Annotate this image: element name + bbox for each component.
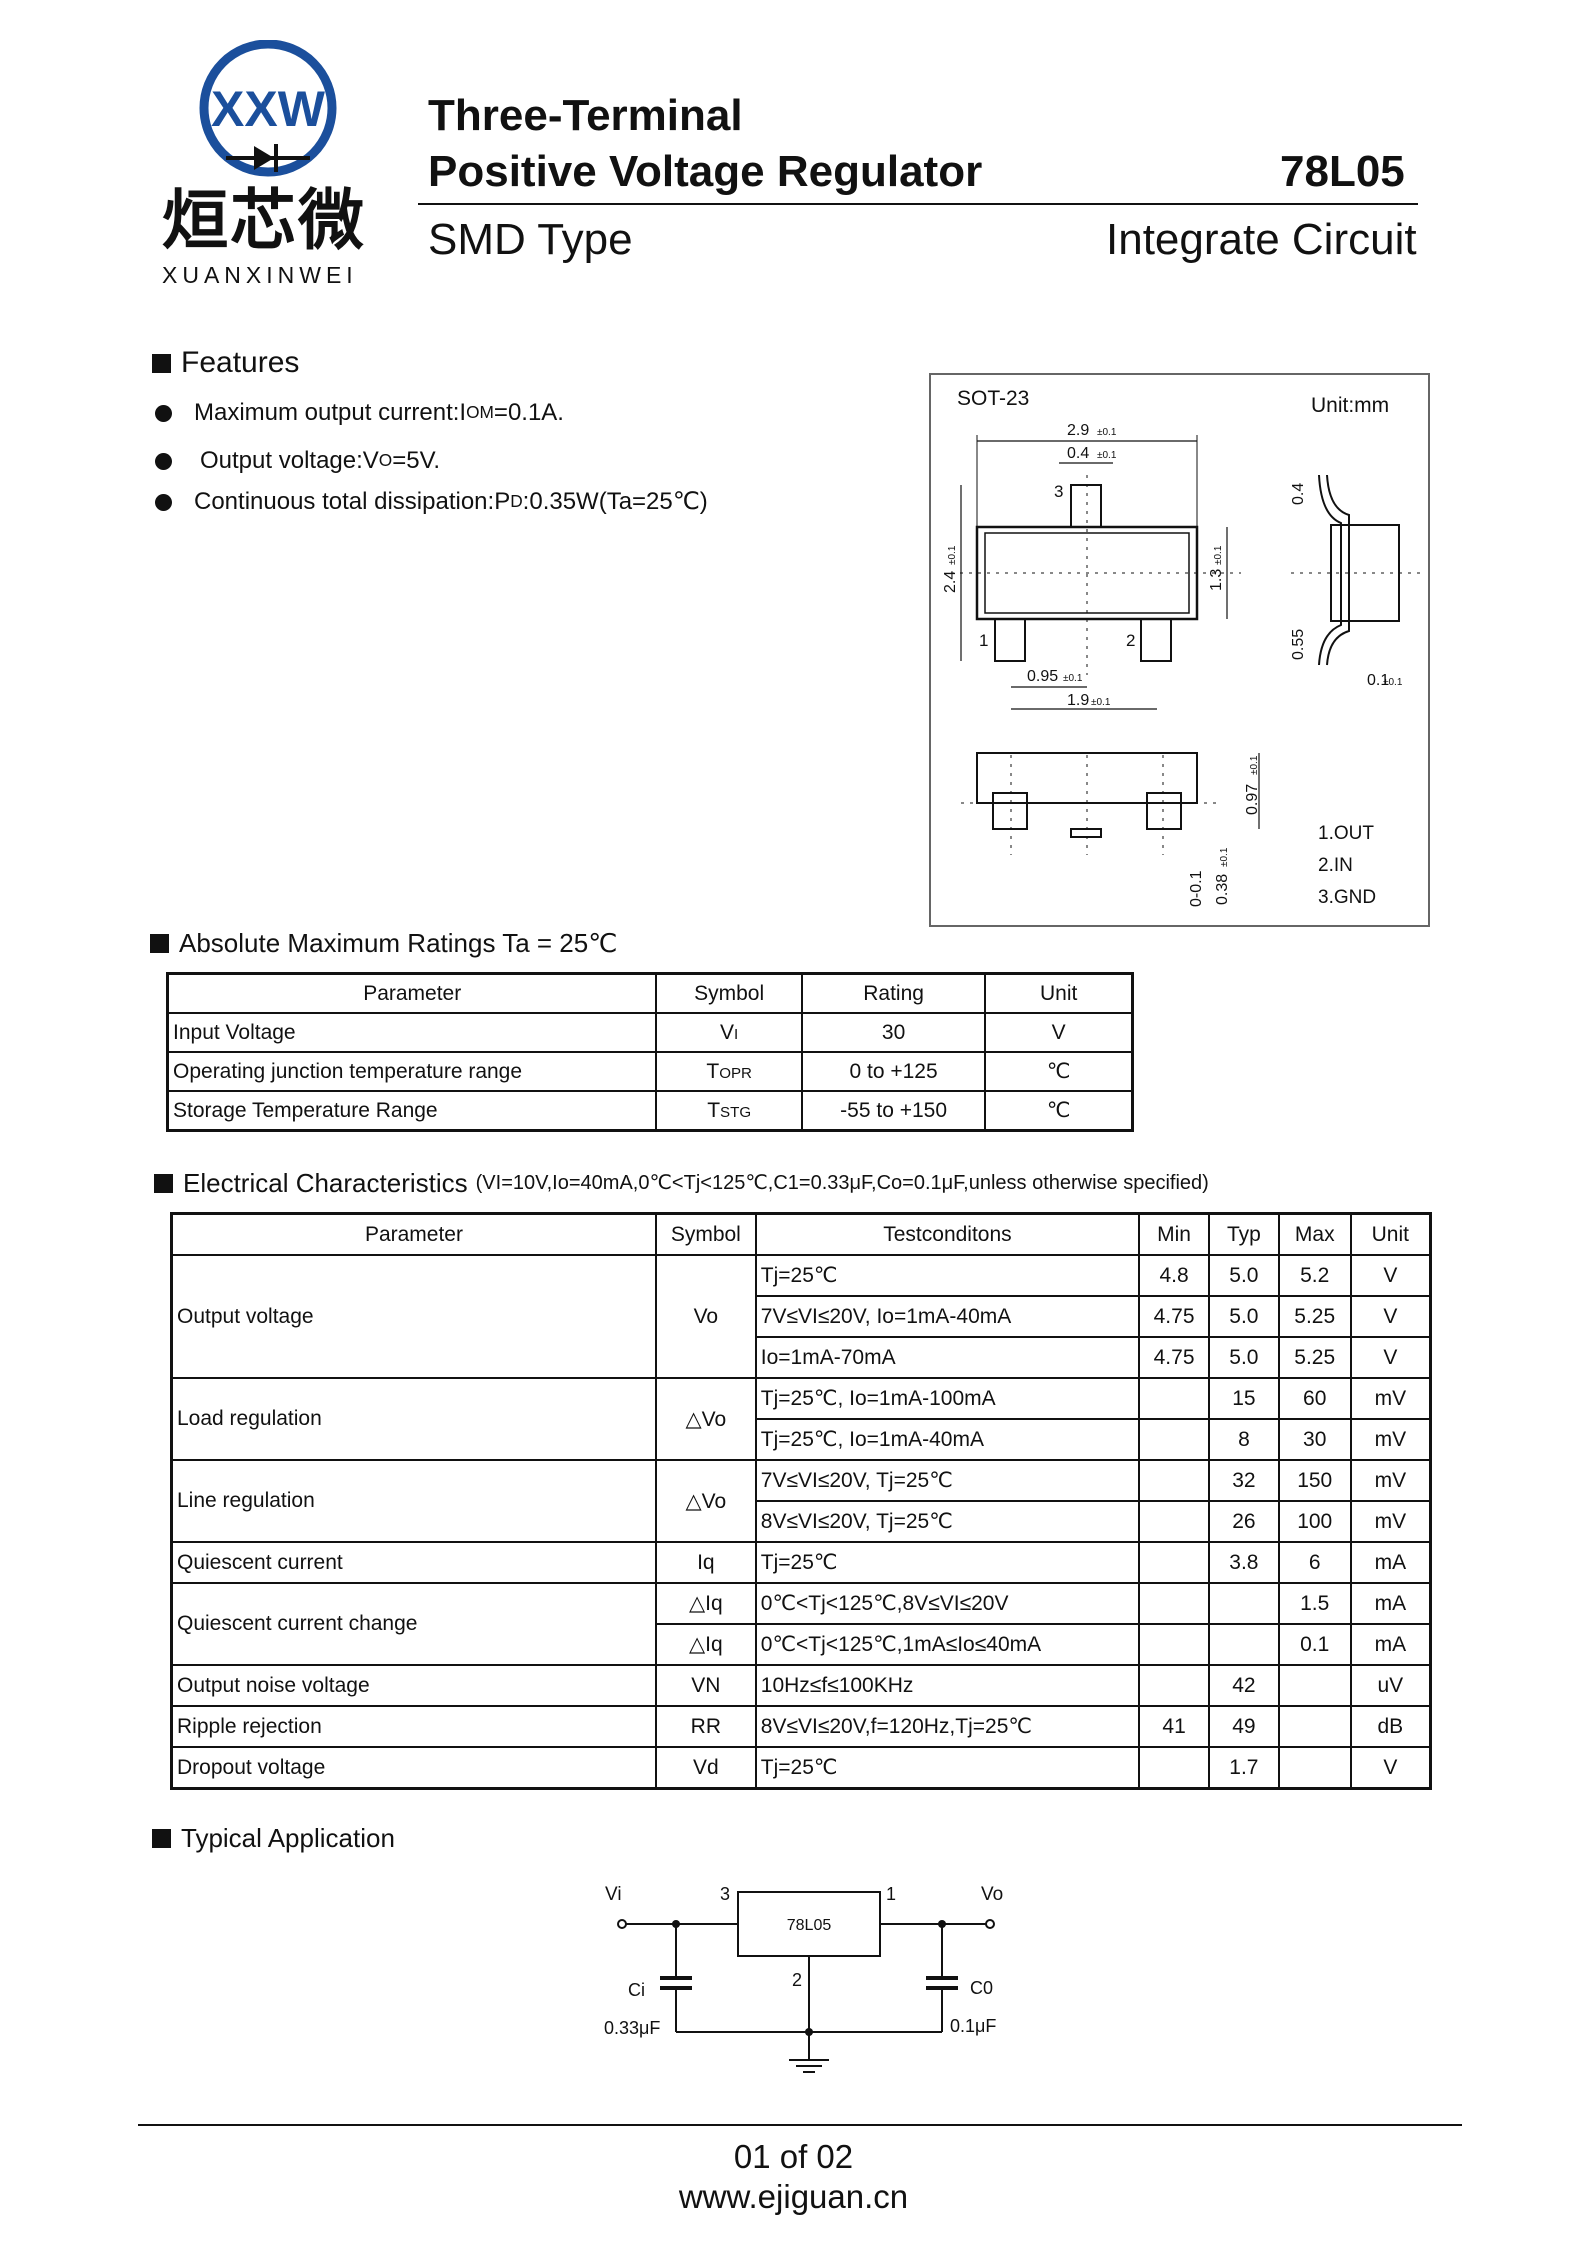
title-line-1: Three-Terminal (428, 91, 743, 140)
website-link[interactable]: www.ejiguan.cn (678, 2178, 909, 2215)
section-bullet-icon (152, 1828, 171, 1848)
package-name: SOT-23 (957, 387, 1029, 410)
svg-text:1.9: 1.9 (1067, 692, 1089, 709)
svg-text:Ci: Ci (628, 1980, 645, 2000)
bullet-icon (155, 452, 172, 470)
part-number: 78L05 (1280, 147, 1405, 196)
application-circuit: Vi Vo 3 1 78L05 2 Ci 0.33μF C0 0.1μF (590, 1870, 1030, 2100)
table-row: Ripple rejection RR 8V≤VI≤20V,f=120Hz,Tj… (170, 1705, 1432, 1748)
regulator-chip: 78L05 (787, 1917, 832, 1934)
abs-max-table: Parameter Symbol Rating Unit Input Volta… (166, 972, 1134, 1132)
svg-text:2: 2 (1126, 631, 1135, 650)
section-bullet-icon (154, 1173, 173, 1193)
table-row: Output voltage Vo Tj=25℃ 4.8 5.0 5.2 V (170, 1254, 1432, 1379)
column-header: Rating (800, 972, 987, 1014)
svg-text:2: 2 (792, 1970, 802, 1990)
svg-text:±0.1: ±0.1 (1063, 673, 1083, 684)
elec-conditions: (VI=10V,Io=40mA,0℃<Tj<125℃,C1=0.33μF,Co=… (475, 1172, 1209, 1194)
table-row: Quiescent current change △Iq 0℃<Tj<125℃,… (170, 1582, 1432, 1666)
column-header: Unit (984, 972, 1134, 1014)
column-header: Parameter (166, 972, 658, 1014)
svg-text:0.97: 0.97 (1244, 784, 1261, 815)
table-row: Storage Temperature Range TSTG -55 to +1… (166, 1090, 1134, 1132)
svg-text:±0.1: ±0.1 (1097, 427, 1117, 438)
section-bullet-icon (152, 353, 171, 373)
svg-text:0-0.1: 0-0.1 (1188, 870, 1205, 907)
pin-function: 1.OUT (1318, 823, 1374, 844)
section-bullet-icon (150, 933, 169, 953)
pin-function: 2.IN (1318, 855, 1353, 876)
page-number: 01 of 02 (733, 2138, 854, 2175)
svg-text:±0.1: ±0.1 (1097, 450, 1117, 461)
table-row: 7V≤VI≤20V, Io=1mA-40mA 4.75 5.0 5.25 V (172, 1295, 1432, 1338)
features-heading: Features (152, 348, 299, 378)
svg-text:0.95: 0.95 (1027, 668, 1058, 685)
table-row: 8V≤VI≤20V, Tj=25℃ 26 100 mV (172, 1500, 1432, 1543)
svg-text:3: 3 (1054, 482, 1063, 501)
svg-text:1: 1 (886, 1884, 896, 1904)
svg-text:Vo: Vo (981, 1884, 1003, 1905)
table-row: Quiescent current Iq Tj=25℃ 3.8 6 mA (170, 1541, 1432, 1584)
table-row: Load regulation △Vo Tj=25℃, Io=1mA-100mA… (170, 1377, 1432, 1461)
table-row: Operating junction temperature range TOP… (166, 1051, 1134, 1092)
svg-text:2.9: 2.9 (1067, 422, 1089, 439)
svg-text:1: 1 (979, 631, 988, 650)
table-row: △Iq 0℃<Tj<125℃,1mA≤Io≤40mA 0.1 mA (172, 1623, 1432, 1666)
abs-max-heading: Absolute Maximum Ratings Ta = 25℃ (150, 930, 617, 956)
svg-text:1.3: 1.3 (1208, 569, 1225, 591)
svg-text:0.1: 0.1 (1367, 672, 1389, 689)
package-type: SMD Type (428, 215, 633, 264)
table-row: Output noise voltage VN 10Hz≤f≤100KHz 42… (170, 1664, 1432, 1707)
svg-text:3: 3 (720, 1884, 730, 1904)
svg-text:C0: C0 (970, 1978, 993, 1998)
product-category: Integrate Circuit (1106, 215, 1417, 264)
table-header-row: Parameter Symbol Rating Unit (166, 972, 1134, 1014)
logo-english-name: XUANXINWEI (162, 262, 358, 288)
svg-text:0.55: 0.55 (1290, 629, 1307, 660)
logo-emblem: XXW (199, 39, 337, 177)
svg-text:2.4: 2.4 (942, 571, 959, 593)
svg-text:0.38: 0.38 (1214, 874, 1231, 905)
table-row: Line regulation △Vo 7V≤VI≤20V, Tj=25℃ 32… (170, 1459, 1432, 1543)
table-row: Dropout voltage Vd Tj=25℃ 1.7 V (170, 1746, 1432, 1790)
elec-heading: Electrical Characteristics (VI=10V,Io=40… (154, 1170, 1209, 1196)
table-row: Tj=25℃, Io=1mA-40mA 8 30 mV (172, 1418, 1432, 1461)
svg-text:Vi: Vi (605, 1884, 622, 1905)
package-outline-drawing: SOT-23 Unit:mm 3 1 2 2.9 ±0.1 0.4 ±0.1 2… (929, 373, 1430, 927)
pin-function: 3.GND (1318, 887, 1376, 908)
svg-text:±0.1: ±0.1 (1091, 697, 1111, 708)
svg-text:0.1μF: 0.1μF (950, 2016, 996, 2036)
application-heading: Typical Application (152, 1825, 395, 1851)
column-header: Symbol (655, 972, 803, 1014)
table-row: Input Voltage VI 30 V (166, 1012, 1134, 1053)
table-row: Io=1mA-70mA 4.75 5.0 5.25 V (172, 1336, 1432, 1379)
svg-text:0.4: 0.4 (1290, 483, 1307, 505)
unit-label: Unit:mm (1311, 394, 1389, 417)
svg-text:0.33μF: 0.33μF (604, 2018, 660, 2038)
header-divider (418, 203, 1418, 205)
svg-text:±0.1: ±0.1 (947, 545, 958, 565)
svg-text:±0.1: ±0.1 (1383, 677, 1403, 688)
svg-text:±0.1: ±0.1 (1213, 545, 1224, 565)
electrical-characteristics-table: Parameter Symbol Testconditons Min Typ M… (170, 1212, 1432, 1790)
table-header-row: Parameter Symbol Testconditons Min Typ M… (170, 1212, 1432, 1256)
bullet-icon (155, 404, 172, 422)
company-logo: XXW 烜芯微 XUANXINWEI (148, 39, 388, 290)
svg-text:0.4: 0.4 (1067, 445, 1089, 462)
title-line-2: Positive Voltage Regulator (428, 147, 983, 196)
logo-letters: XXW (211, 81, 326, 137)
svg-text:±0.1: ±0.1 (1219, 847, 1230, 867)
footer-divider (138, 2124, 1462, 2126)
bullet-icon (155, 493, 172, 511)
svg-text:±0.1: ±0.1 (1249, 755, 1260, 775)
logo-chinese-name: 烜芯微 (162, 182, 366, 259)
